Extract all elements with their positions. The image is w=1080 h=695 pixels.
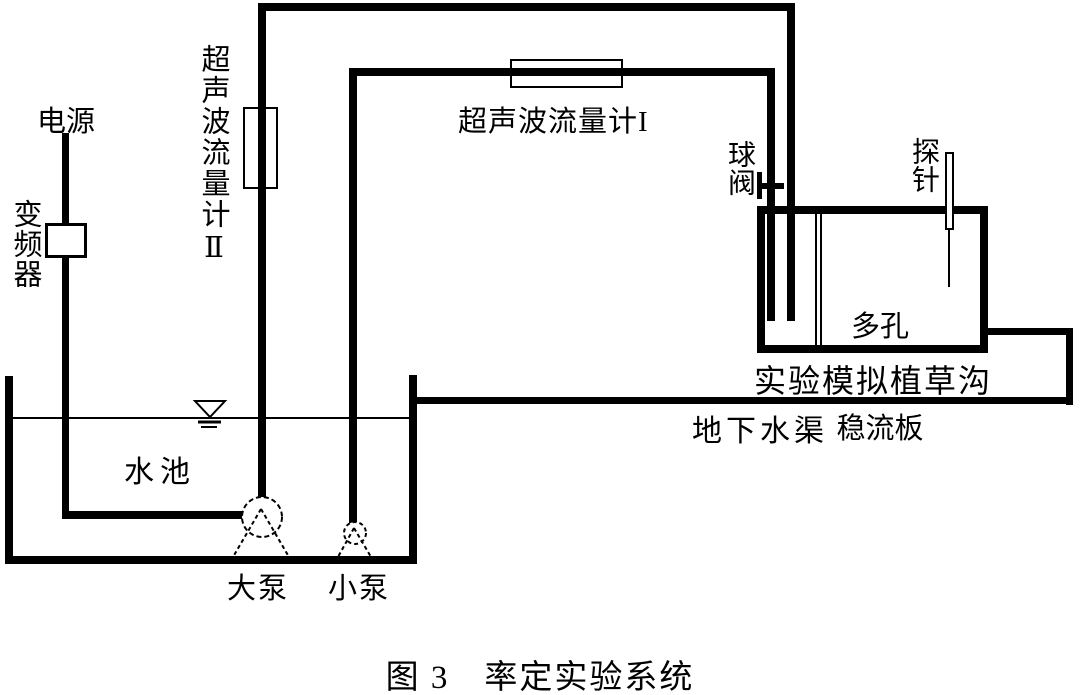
small-pump-riser-pipe	[349, 68, 357, 524]
big-pump-symbol	[232, 496, 290, 558]
tank-right-wall	[980, 206, 988, 353]
small-pump-label: 小泵	[328, 573, 391, 605]
swale-label: 实验模拟植草沟	[754, 363, 993, 399]
porous-plate-label-line2: 稳流板	[836, 413, 924, 445]
probe-body	[945, 152, 954, 230]
flowmeter2-box	[243, 107, 278, 189]
big-pump-label: 大泵	[227, 573, 290, 605]
pool-label: 水池	[124, 456, 196, 489]
outlet-channel-top	[986, 328, 1073, 335]
outlet-channel-right	[1066, 328, 1073, 405]
big-pump-riser-pipe	[258, 3, 266, 499]
porous-plate-label: 多孔 稳流板	[824, 242, 936, 514]
underground-channel-line	[415, 397, 1073, 404]
water-surface-line	[13, 417, 409, 419]
underground-channel-label: 地下水渠	[692, 415, 828, 448]
pool-left-wall	[5, 376, 13, 564]
flowmeter1-label: 超声波流量计I	[458, 106, 649, 138]
pool-bottom-wall	[5, 556, 417, 564]
power-line-to-big-pump	[62, 511, 244, 519]
figure-caption: 图 3 率定实验系统	[385, 660, 695, 695]
small-pump-symbol	[337, 521, 372, 558]
inverter-box	[45, 223, 87, 258]
pool-right-wall	[409, 375, 417, 564]
small-pump-top-pipe	[349, 68, 775, 76]
water-level-icon	[192, 400, 228, 428]
power-label: 电源	[36, 106, 95, 138]
porous-plate-line-2	[820, 214, 822, 345]
small-pump-down-pipe	[767, 68, 775, 321]
ball-valve-icon-bar	[757, 183, 784, 189]
big-pump-top-pipe	[258, 3, 795, 11]
probe-label: 探针	[908, 137, 939, 193]
probe-needle	[948, 230, 950, 287]
porous-plate-label-line1: 多孔	[850, 311, 909, 343]
tank-top-wall	[757, 206, 988, 214]
tank-left-wall	[757, 206, 765, 353]
power-line-vertical	[62, 133, 69, 518]
flowmeter2-label: 超声波流量计Ⅱ	[197, 44, 229, 266]
big-pump-down-pipe	[787, 3, 795, 321]
tank-bottom-wall	[757, 345, 988, 353]
porous-plate-line-1	[815, 214, 817, 345]
inverter-label: 变频器	[9, 199, 41, 289]
flowmeter1-box	[510, 59, 623, 88]
ball-valve-label: 球阀	[724, 140, 755, 196]
